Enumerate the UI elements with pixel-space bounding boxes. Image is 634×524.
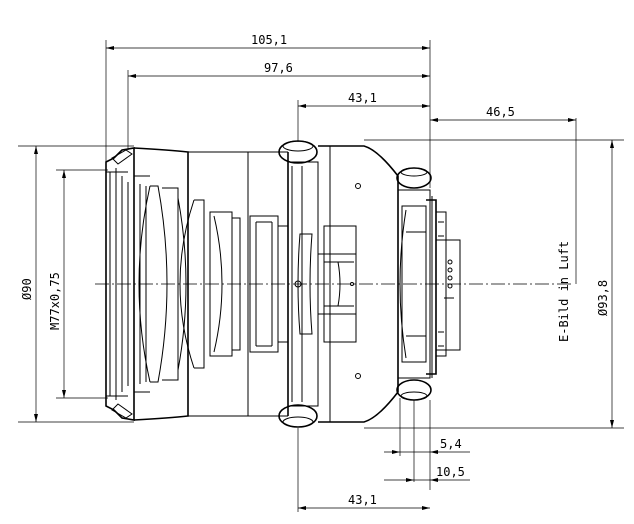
diameter-left-label: Ø90 xyxy=(20,278,34,300)
dim-top-third: 43,1 xyxy=(348,91,377,105)
dim-bottom-b: 10,5 xyxy=(436,465,465,479)
dimension-lines xyxy=(18,40,624,512)
dim-bottom-a: 5,4 xyxy=(440,437,462,451)
thread-label: M77x0,75 xyxy=(48,272,62,330)
dim-top-second: 97,6 xyxy=(264,61,293,75)
dim-bottom-c: 43,1 xyxy=(348,493,377,507)
lens-body xyxy=(105,140,461,428)
diameter-right-label: Ø93,8 xyxy=(596,280,610,316)
image-plane-label: E-Bild in Luft xyxy=(557,241,571,342)
dim-right-top: 46,5 xyxy=(486,105,515,119)
dim-top-overall: 105,1 xyxy=(251,33,287,47)
